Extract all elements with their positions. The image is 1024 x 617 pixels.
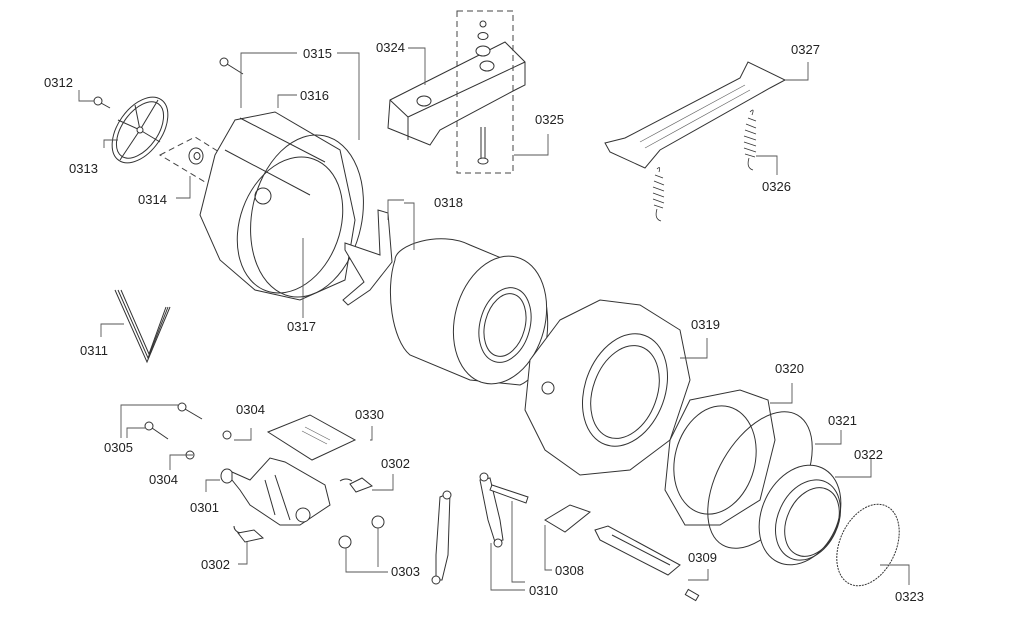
- label-0304-top[interactable]: 0304: [236, 402, 265, 417]
- drum[interactable]: [389, 238, 560, 395]
- label-0303[interactable]: 0303: [391, 564, 420, 579]
- label-0308[interactable]: 0308: [555, 563, 584, 578]
- label-0320[interactable]: 0320: [775, 361, 804, 376]
- label-0321[interactable]: 0321: [828, 413, 857, 428]
- part-0304-motor-screw[interactable]: [185, 430, 232, 460]
- part-0310-shock-absorber[interactable]: [431, 472, 529, 585]
- part-0318-drum-spider[interactable]: [342, 209, 393, 306]
- part-0322-door-gasket-collar[interactable]: [744, 452, 857, 578]
- label-0304-bottom[interactable]: 0304: [149, 472, 178, 487]
- label-0319[interactable]: 0319: [691, 317, 720, 332]
- label-0327[interactable]: 0327: [791, 42, 820, 57]
- label-0324[interactable]: 0324: [376, 40, 405, 55]
- part-0316-rear-tub-half[interactable]: [199, 111, 361, 308]
- label-0314[interactable]: 0314: [138, 192, 167, 207]
- leader-lines: [78, 47, 910, 591]
- part-0308-heater-bracket[interactable]: [544, 504, 592, 533]
- label-0302-right[interactable]: 0302: [381, 456, 410, 471]
- part-0330-instruction-sheet[interactable]: [266, 414, 357, 461]
- label-0316[interactable]: 0316: [300, 88, 329, 103]
- part-0326-suspension-spring[interactable]: [652, 109, 757, 222]
- part-0317-tub-seal-ring[interactable]: [236, 124, 378, 307]
- part-0309-heating-element[interactable]: [594, 525, 700, 602]
- part-0302-connector-clip[interactable]: [233, 477, 373, 543]
- label-0315[interactable]: 0315: [303, 46, 332, 61]
- label-0305[interactable]: 0305: [104, 440, 133, 455]
- label-0311[interactable]: 0311: [80, 343, 108, 358]
- part-0303-bushing[interactable]: [338, 515, 385, 549]
- label-0326[interactable]: 0326: [762, 179, 791, 194]
- part-0305-tub-screw[interactable]: [144, 402, 203, 440]
- part-0319-front-tub-half[interactable]: [524, 299, 691, 476]
- part-0313-pulley[interactable]: [101, 87, 179, 173]
- part-0320-counterweight-front[interactable]: [662, 389, 776, 526]
- part-0312-pulley-screw[interactable]: [93, 96, 111, 109]
- part-0311-drive-belt[interactable]: [114, 289, 171, 364]
- label-0330[interactable]: 0330: [355, 407, 384, 422]
- part-0327-cross-brace[interactable]: [604, 61, 787, 169]
- part-0323-clamp-ring[interactable]: [824, 494, 911, 596]
- label-0322[interactable]: 0322: [854, 447, 883, 462]
- label-0312[interactable]: 0312: [44, 75, 73, 90]
- part-0325-fixing-kit[interactable]: [456, 10, 514, 174]
- label-0325[interactable]: 0325: [535, 112, 564, 127]
- label-0318[interactable]: 0318: [434, 195, 463, 210]
- part-0301-motor[interactable]: [220, 457, 331, 526]
- label-0313[interactable]: 0313: [69, 161, 98, 176]
- label-0302-left[interactable]: 0302: [201, 557, 230, 572]
- label-0317[interactable]: 0317: [287, 319, 316, 334]
- label-0310[interactable]: 0310: [529, 583, 558, 598]
- label-0301[interactable]: 0301: [190, 500, 219, 515]
- label-0309[interactable]: 0309: [688, 550, 717, 565]
- label-0323[interactable]: 0323: [895, 589, 924, 604]
- part-0315-tub-screw[interactable]: [219, 57, 244, 75]
